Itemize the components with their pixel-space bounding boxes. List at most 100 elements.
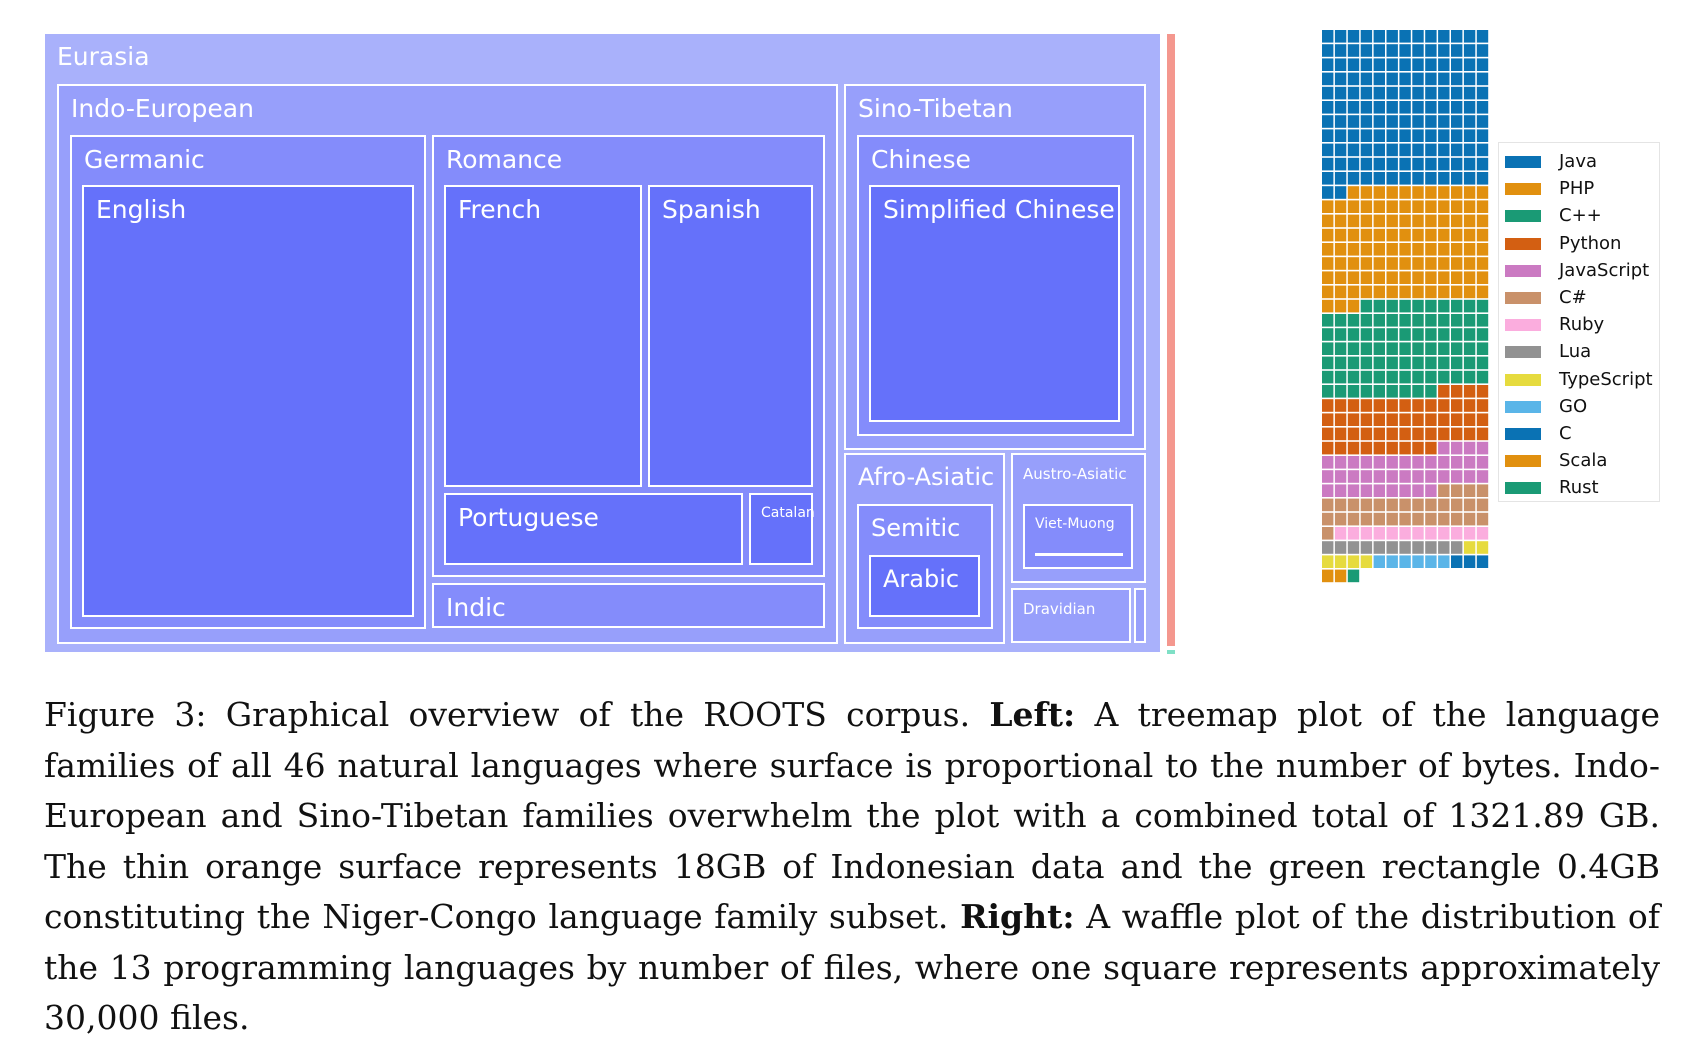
- waffle-square-java: [1476, 101, 1489, 114]
- treemap-node-dravidian: Dravidian: [1011, 588, 1131, 643]
- waffle-square-java: [1451, 172, 1463, 185]
- waffle-square-javascript: [1399, 470, 1411, 483]
- legend-swatch: [1505, 319, 1541, 332]
- waffle-square-c-: [1373, 328, 1385, 341]
- waffle-square-java: [1360, 172, 1373, 185]
- waffle-square-java: [1438, 58, 1450, 71]
- niger-congo-strip: [1167, 650, 1175, 654]
- waffle-square-php: [1476, 243, 1489, 256]
- waffle-square-c-: [1334, 370, 1347, 384]
- waffle-square-javascript: [1322, 484, 1334, 497]
- waffle-square-javascript: [1463, 441, 1476, 455]
- waffle-square-java: [1360, 115, 1373, 128]
- waffle-square-java: [1386, 101, 1398, 114]
- waffle-square-php: [1438, 200, 1450, 213]
- waffle-square-python: [1463, 427, 1476, 441]
- waffle-square-python: [1463, 413, 1476, 426]
- waffle-square-c-: [1360, 512, 1373, 526]
- waffle-square-javascript: [1399, 456, 1411, 469]
- waffle-square-c-: [1463, 370, 1476, 384]
- waffle-square-php: [1322, 299, 1334, 313]
- waffle-square-c-: [1373, 498, 1385, 512]
- treemap-node-simplified-chinese: Simplified Chinese: [869, 185, 1120, 422]
- waffle-square-javascript: [1347, 484, 1360, 497]
- waffle-square-php: [1476, 285, 1489, 299]
- waffle-square-python: [1399, 413, 1411, 426]
- waffle-square-go: [1412, 555, 1424, 568]
- waffle-square-java: [1334, 101, 1347, 114]
- waffle-square-php: [1399, 186, 1411, 199]
- waffle-square-java: [1347, 58, 1360, 71]
- waffle-square-python: [1386, 399, 1398, 412]
- waffle-square-python: [1399, 399, 1411, 412]
- treemap-node-portuguese: Portuguese: [444, 493, 743, 565]
- legend-label: C++: [1559, 205, 1602, 227]
- waffle-square-php: [1334, 271, 1347, 284]
- waffle-square-php: [1476, 186, 1489, 199]
- waffle-square-java: [1373, 30, 1385, 43]
- waffle-square-php: [1386, 243, 1398, 256]
- treemap-node-small-family: [1134, 588, 1146, 643]
- waffle-square-python: [1438, 413, 1450, 426]
- waffle-square-php: [1438, 186, 1450, 199]
- waffle-square-c-: [1451, 512, 1463, 526]
- waffle-square-java: [1425, 157, 1437, 171]
- waffle-square-java: [1347, 72, 1360, 86]
- legend-item: GO: [1499, 396, 1659, 418]
- waffle-square-java: [1463, 30, 1476, 43]
- waffle-square-php: [1438, 271, 1450, 284]
- waffle-square-c-: [1463, 484, 1476, 497]
- treemap-label-indo-european: Indo-European: [71, 94, 254, 123]
- waffle-square-java: [1463, 44, 1476, 57]
- waffle-square-php: [1412, 228, 1424, 242]
- waffle-square-php: [1386, 214, 1398, 228]
- waffle-square-java: [1438, 72, 1450, 86]
- waffle-square-c-: [1386, 385, 1398, 398]
- waffle-square-c-: [1373, 370, 1385, 384]
- waffle-square-javascript: [1334, 470, 1347, 483]
- waffle-square-java: [1412, 58, 1424, 71]
- waffle-square-python: [1373, 399, 1385, 412]
- waffle-square-javascript: [1360, 484, 1373, 497]
- waffle-square-php: [1322, 214, 1334, 228]
- waffle-square-c-: [1399, 370, 1411, 384]
- waffle-square-java: [1399, 86, 1411, 100]
- waffle-square-php: [1334, 299, 1347, 313]
- treemap-node-indic: Indic: [432, 583, 825, 628]
- waffle-square-python: [1399, 427, 1411, 441]
- waffle-square-java: [1399, 44, 1411, 57]
- indonesian-strip: [1167, 34, 1175, 646]
- waffle-square-php: [1463, 271, 1476, 284]
- waffle-square-javascript: [1373, 470, 1385, 483]
- waffle-square-php: [1360, 285, 1373, 299]
- waffle-square-php: [1399, 228, 1411, 242]
- waffle-square-java: [1399, 30, 1411, 43]
- waffle-square-php: [1412, 285, 1424, 299]
- waffle-square-lua: [1360, 541, 1373, 554]
- legend-swatch: [1505, 373, 1541, 386]
- waffle-square-php: [1386, 200, 1398, 213]
- waffle-square-java: [1334, 44, 1347, 57]
- waffle-square-java: [1399, 72, 1411, 86]
- waffle-square-ruby: [1476, 527, 1489, 540]
- waffle-square-java: [1451, 129, 1463, 142]
- waffle-square-c-: [1334, 512, 1347, 526]
- treemap-label-austro-asiatic: Austro-Asiatic: [1023, 465, 1127, 483]
- waffle-square-java: [1347, 30, 1360, 43]
- waffle-square-java: [1347, 172, 1360, 185]
- waffle-square-php: [1334, 214, 1347, 228]
- waffle-square-go: [1386, 555, 1398, 568]
- waffle-square-java: [1386, 129, 1398, 142]
- waffle-square-python: [1412, 441, 1424, 455]
- waffle-square-python: [1399, 441, 1411, 455]
- treemap-node-spanish: Spanish: [648, 185, 813, 487]
- waffle-square-c-: [1373, 356, 1385, 370]
- waffle-square-c-: [1451, 498, 1463, 512]
- waffle-square-java: [1476, 72, 1489, 86]
- waffle-square-c-: [1322, 356, 1334, 370]
- treemap-label-portuguese: Portuguese: [458, 503, 599, 532]
- waffle-square-php: [1373, 243, 1385, 256]
- waffle-square-java: [1373, 44, 1385, 57]
- waffle-square-c-: [1373, 314, 1385, 327]
- waffle-square-c-: [1412, 342, 1424, 355]
